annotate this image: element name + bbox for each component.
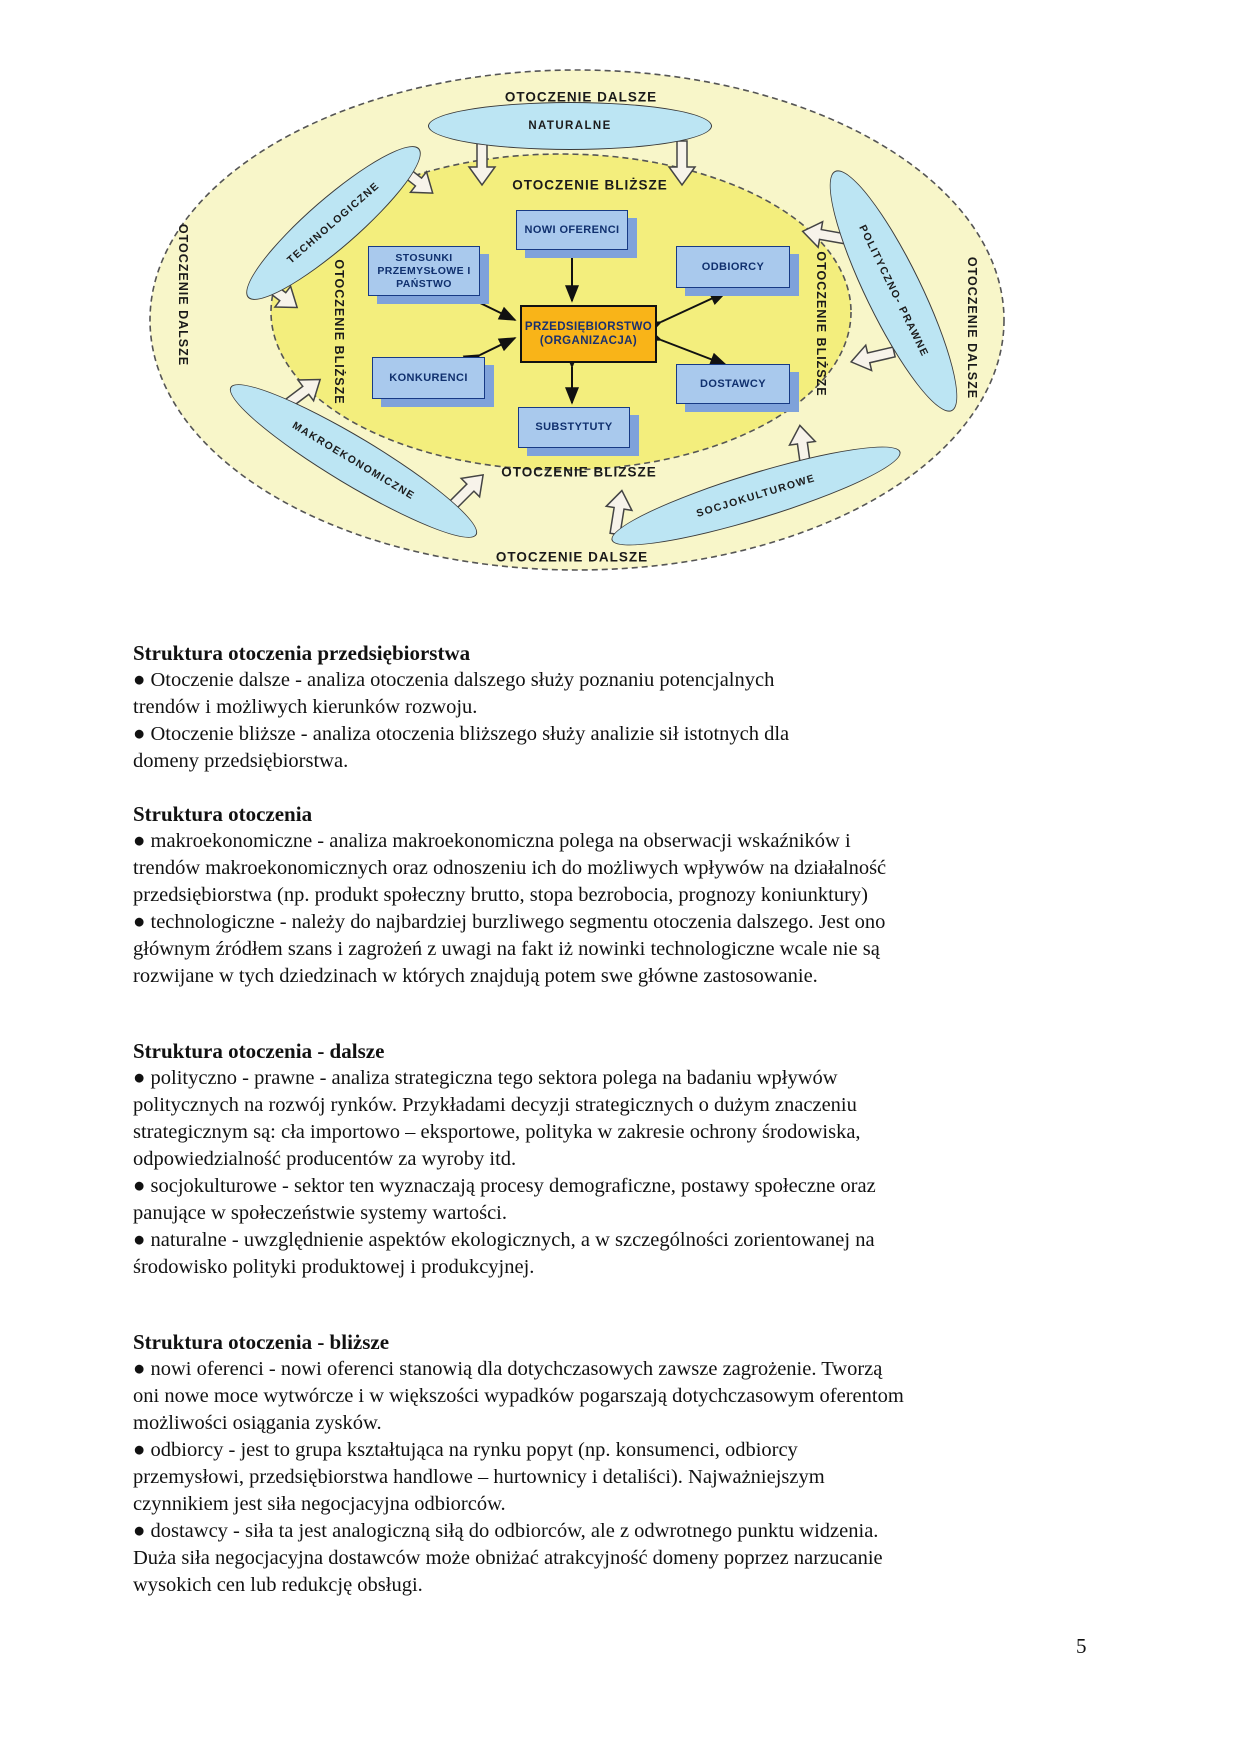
inner-bottom-label: OTOCZENIE BLIZSZE	[501, 464, 657, 480]
box-odbiorcy: ODBIORCY	[676, 246, 790, 288]
text-line: przemysłowi, przedsiębiorstwa handlowe –…	[133, 1466, 825, 1488]
inner-left-label: OTOCZENIE BLIŻSZE	[332, 259, 346, 405]
box-dostawcy: DOSTAWCY	[676, 364, 790, 404]
text-line: trendów i możliwych kierunków rozwoju.	[133, 696, 478, 718]
text-line: rozwijane w tych dziedzinach w których z…	[133, 965, 818, 987]
text-content: Struktura otoczenia przedsiębiorstwa ● Ot…	[133, 640, 1233, 1599]
text-line: środowisko polityki produktowej i produk…	[133, 1256, 535, 1278]
text-line: oni nowe moce wytwórcze i w większości w…	[133, 1385, 904, 1407]
text-line: Duża siła negocjacyjna dostawców może ob…	[133, 1547, 883, 1569]
text-line: głównym źródłem szans i zagrożeń z uwagi…	[133, 938, 880, 960]
text-line: ● naturalne - uwzględnienie aspektów eko…	[133, 1229, 875, 1251]
text-line: strategicznym są: cła importowo – ekspor…	[133, 1121, 861, 1143]
text-section: Struktura otoczenia przedsiębiorstwa ● Ot…	[133, 640, 1233, 775]
text-line: ● socjokulturowe - sektor ten wyznaczają…	[133, 1175, 876, 1197]
text-line: trendów makroekonomicznych oraz odnoszen…	[133, 857, 887, 879]
text-line: ● polityczno - prawne - analiza strategi…	[133, 1067, 838, 1089]
section-heading: Struktura otoczenia przedsiębiorstwa	[133, 641, 471, 665]
text-line: ● nowi oferenci - nowi oferenci stanowią…	[133, 1358, 883, 1380]
section-heading: Struktura otoczenia - dalsze	[133, 1039, 385, 1063]
relation-arrows	[456, 240, 728, 405]
box-konkurenci: KONKURENCI	[372, 357, 485, 399]
page-number: 5	[1076, 1634, 1087, 1658]
text-line: domeny przedsiębiorstwa.	[133, 750, 349, 772]
box-substytuty: SUBSTYTUTY	[518, 407, 630, 448]
text-line: czynnikiem jest siła negocjacyjna odbior…	[133, 1493, 506, 1515]
text-line: ● makroekonomiczne - analiza makroekonom…	[133, 830, 851, 852]
text-section: Struktura otoczenia - bliższe ● nowi ofer…	[133, 1329, 1233, 1599]
outer-top-label: OTOCZENIE DALSZE	[504, 89, 658, 105]
text-section: Struktura otoczenia - dalsze ● polityczno…	[133, 1038, 1233, 1281]
box-nowi-oferenci: NOWI OFERENCI	[516, 210, 628, 250]
section-heading: Struktura otoczenia - bliższe	[133, 1330, 390, 1354]
inner-top-label: OTOCZENIE BLIŻSZE	[512, 177, 668, 193]
outer-right-label: OTOCZENIE DALSZE	[965, 256, 979, 400]
text-line: ● Otoczenie dalsze - analiza otoczenia d…	[133, 669, 775, 691]
text-line: wysokich cen lub redukcję obsługi.	[133, 1574, 423, 1596]
text-line: politycznych na rozwój rynków. Przykłada…	[133, 1094, 857, 1116]
text-section: Struktura otoczenia ● makroekonomiczne - …	[133, 801, 1233, 990]
box-stosunki-przemyslowe: STOSUNKI PRZEMYSŁOWE I PAŃSTWO	[368, 246, 480, 296]
text-line: ● technologiczne - należy do najbardziej…	[133, 911, 886, 933]
text-line: ● Otoczenie bliższe - analiza otoczenia …	[133, 723, 790, 745]
inner-right-label: OTOCZENIE BLIŻSZE	[814, 251, 828, 397]
environment-diagram: OTOCZENIE DALSZE OTOCZENIE BLIŻSZE OTOCZ…	[0, 0, 1240, 615]
text-line: ● odbiorcy - jest to grupa kształtująca …	[133, 1439, 798, 1461]
section-heading: Struktura otoczenia	[133, 802, 313, 826]
box-przedsiebiorstwo: PRZEDSIĘBIORSTWO (ORGANIZACJA)	[520, 305, 657, 363]
text-line: możliwości osiągania zysków.	[133, 1412, 382, 1434]
segment-naturalne-label: NATURALNE	[528, 120, 612, 132]
text-line: odpowiedzialność producentów za wyroby i…	[133, 1148, 517, 1170]
text-line: ● dostawcy - siła ta jest analogiczną si…	[133, 1520, 879, 1542]
text-line: przedsiębiorstwa (np. produkt społeczny …	[133, 884, 868, 906]
outer-bottom-label: OTOCZENIE DALSZE	[495, 549, 649, 565]
segment-naturalne: NATURALNE	[428, 102, 712, 150]
text-line: panujące w społeczeństwie systemy wartoś…	[133, 1202, 508, 1224]
outer-left-label: OTOCZENIE DALSZE	[176, 223, 190, 367]
